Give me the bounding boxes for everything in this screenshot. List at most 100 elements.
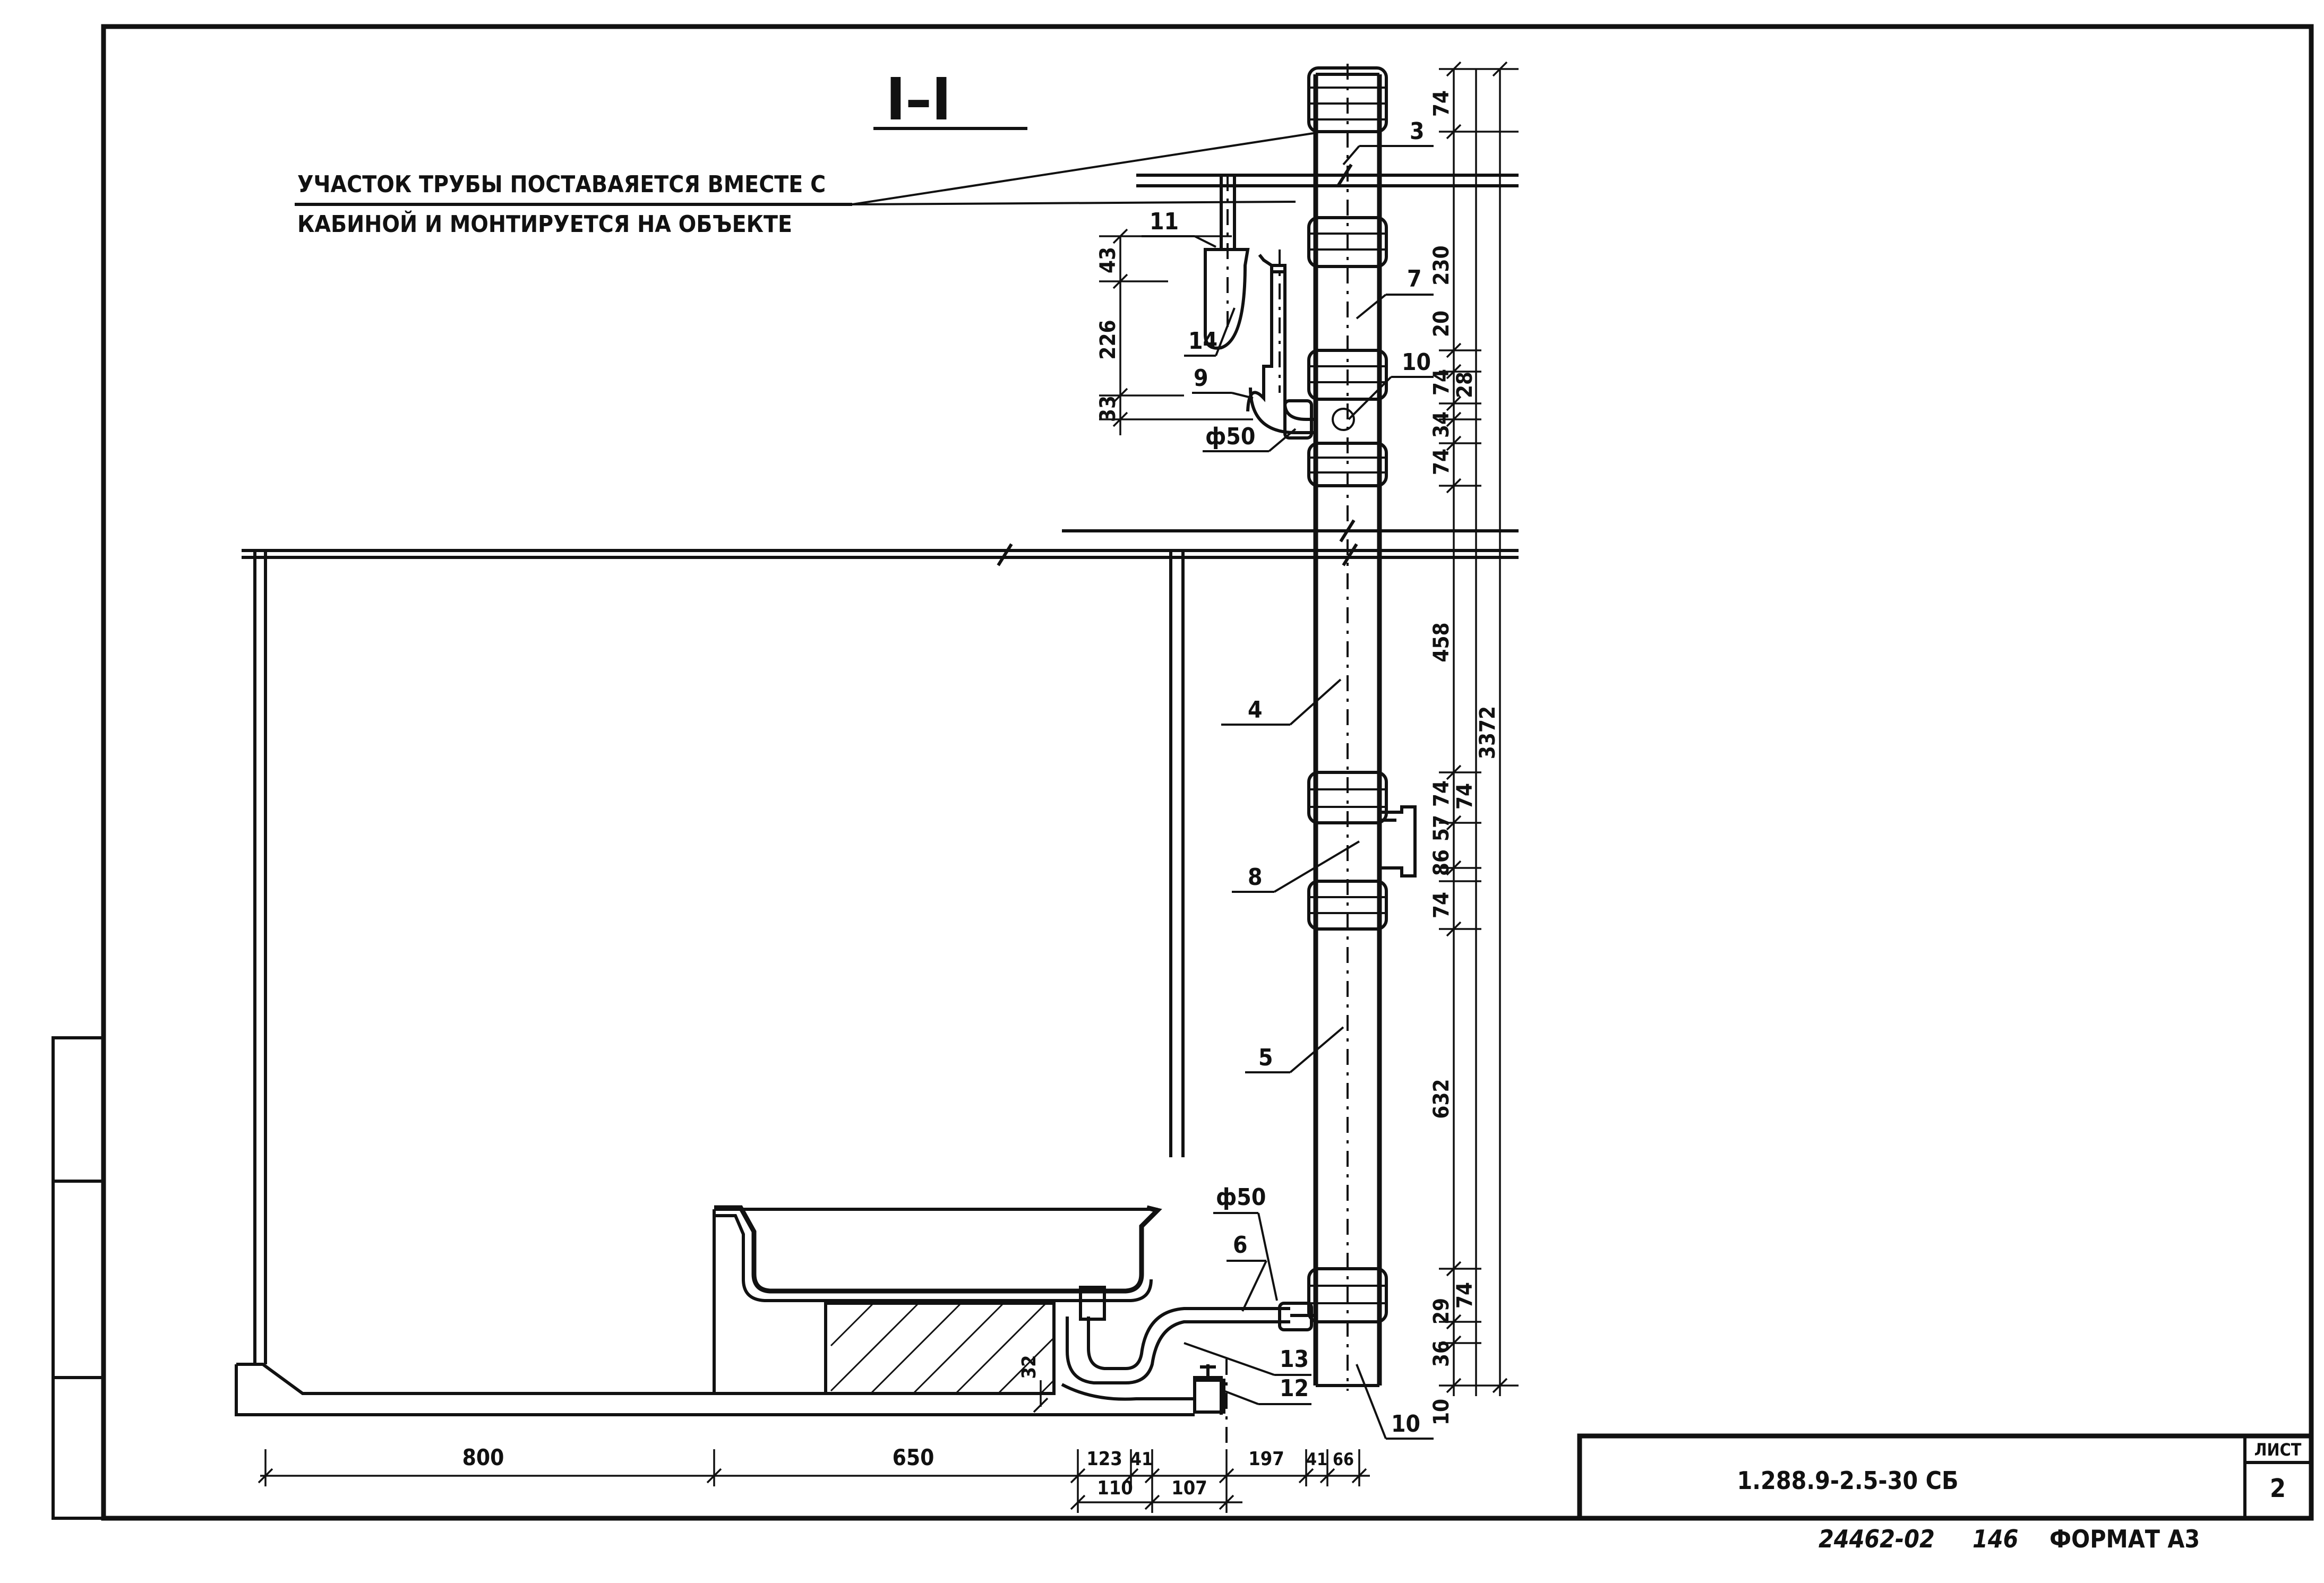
svg-text:57: 57 bbox=[1429, 815, 1454, 841]
callout-d50-upper: ф50 bbox=[1203, 423, 1297, 452]
tub-support-block bbox=[824, 1302, 1056, 1395]
riser-socket-top bbox=[1307, 66, 1388, 133]
svg-text:11: 11 bbox=[1150, 208, 1179, 235]
dimension-chain-left: 43 226 33 bbox=[1096, 228, 1253, 435]
svg-text:110: 110 bbox=[1097, 1477, 1133, 1499]
footer-format: ФОРМАТ А3 bbox=[2049, 1525, 2200, 1553]
svg-text:86: 86 bbox=[1429, 849, 1454, 876]
sheet-number: 2 bbox=[2270, 1474, 2286, 1503]
note-line-1: УЧАСТОК ТРУБЫ ПОСТАВАЯЕТСЯ ВМЕСТЕ С bbox=[297, 171, 826, 198]
callout-12: 12 bbox=[1223, 1375, 1311, 1405]
riser-socket-4 bbox=[1307, 442, 1388, 487]
svg-text:36: 36 bbox=[1429, 1340, 1454, 1367]
svg-text:12: 12 bbox=[1280, 1375, 1309, 1402]
svg-text:3: 3 bbox=[1410, 118, 1425, 145]
svg-text:7: 7 bbox=[1407, 265, 1422, 292]
svg-text:197: 197 bbox=[1248, 1448, 1284, 1470]
svg-text:74: 74 bbox=[1429, 369, 1454, 395]
riser-tee-branch bbox=[1379, 805, 1417, 877]
callout-d50-lower: ф50 bbox=[1213, 1184, 1278, 1301]
svg-text:6: 6 bbox=[1233, 1232, 1248, 1259]
sheet-label: ЛИСТ bbox=[2254, 1440, 2302, 1460]
dimension-chain-right bbox=[1439, 61, 1519, 1396]
callout-10-lower: 10 bbox=[1356, 1364, 1434, 1440]
callout-7: 7 bbox=[1356, 265, 1434, 320]
cabin-wall-right bbox=[1169, 552, 1185, 1157]
bathtub bbox=[713, 1205, 1162, 1393]
svg-text:74: 74 bbox=[1429, 780, 1454, 807]
callout-11: 11 bbox=[1142, 208, 1216, 248]
callout-3: 3 bbox=[1342, 118, 1434, 166]
svg-text:10: 10 bbox=[1391, 1410, 1420, 1438]
binding-strip bbox=[52, 1036, 105, 1520]
dim-43: 43 bbox=[1096, 247, 1120, 273]
footer-doc-number: 24462-02 bbox=[1819, 1525, 1935, 1553]
title-block bbox=[1577, 1433, 2314, 1521]
drawing-code: 1.288.9-2.5-30 СБ bbox=[1737, 1466, 1959, 1495]
svg-text:107: 107 bbox=[1171, 1477, 1207, 1499]
washbasin-drain-branch bbox=[1246, 250, 1355, 440]
svg-text:800: 800 bbox=[462, 1444, 504, 1470]
svg-text:3372: 3372 bbox=[1476, 706, 1500, 759]
callout-8: 8 bbox=[1232, 840, 1360, 893]
svg-text:650: 650 bbox=[893, 1444, 934, 1470]
svg-text:13: 13 bbox=[1280, 1346, 1309, 1373]
svg-text:632: 632 bbox=[1429, 1079, 1454, 1119]
svg-text:34: 34 bbox=[1429, 411, 1454, 438]
callout-4: 4 bbox=[1221, 678, 1342, 726]
callout-5: 5 bbox=[1245, 1026, 1344, 1073]
riser-socket-5 bbox=[1307, 771, 1388, 824]
riser-socket-2 bbox=[1307, 216, 1388, 268]
dimension-chain-bottom bbox=[258, 1359, 1370, 1513]
svg-text:9: 9 bbox=[1194, 365, 1208, 392]
svg-text:230: 230 bbox=[1429, 245, 1454, 285]
riser-socket-7 bbox=[1307, 1267, 1388, 1323]
upper-floor-slab bbox=[1062, 174, 1519, 532]
sheet-frame bbox=[101, 24, 2314, 1521]
cabin-ceiling bbox=[242, 549, 1519, 559]
svg-text:5: 5 bbox=[1258, 1044, 1273, 1071]
dimension-labels-right: 74 230 20 74 28 34 74 458 74 57 74 86 74… bbox=[1429, 90, 1500, 1425]
svg-text:10: 10 bbox=[1429, 1399, 1454, 1425]
svg-text:123: 123 bbox=[1086, 1448, 1122, 1470]
svg-text:28: 28 bbox=[1453, 372, 1477, 398]
svg-text:ф50: ф50 bbox=[1205, 423, 1255, 450]
cabin-wall-left bbox=[253, 552, 267, 1364]
callout-6: 6 bbox=[1227, 1232, 1267, 1312]
callout-9: 9 bbox=[1192, 365, 1254, 399]
riser-pipe bbox=[1313, 64, 1382, 1391]
riser-socket-6 bbox=[1307, 880, 1388, 931]
bath-drain-branch bbox=[1061, 1286, 1316, 1415]
callout-14: 14 bbox=[1184, 307, 1236, 357]
break-marks bbox=[997, 164, 1358, 566]
svg-text:66: 66 bbox=[1333, 1449, 1354, 1469]
callout-10-upper: 10 bbox=[1348, 349, 1434, 420]
note-line-2: КАБИНОЙ И МОНТИРУЕТСЯ НА ОБЪЕКТЕ bbox=[297, 210, 792, 238]
svg-text:74: 74 bbox=[1429, 449, 1454, 475]
svg-text:8: 8 bbox=[1248, 864, 1263, 891]
svg-text:74: 74 bbox=[1429, 90, 1454, 117]
svg-text:74: 74 bbox=[1453, 1282, 1477, 1309]
svg-text:ф50: ф50 bbox=[1216, 1184, 1266, 1211]
riser-socket-3 bbox=[1307, 349, 1388, 401]
svg-text:32: 32 bbox=[1018, 1355, 1040, 1379]
svg-text:41: 41 bbox=[1306, 1449, 1327, 1469]
washbasin-trap bbox=[1204, 175, 1250, 350]
callout-13: 13 bbox=[1184, 1342, 1311, 1376]
section-title: I–I bbox=[886, 65, 951, 133]
dim-33: 33 bbox=[1096, 395, 1120, 422]
note-leader bbox=[852, 132, 1317, 205]
svg-text:29: 29 bbox=[1429, 1298, 1454, 1324]
svg-text:20: 20 bbox=[1429, 311, 1454, 337]
svg-text:14: 14 bbox=[1188, 328, 1217, 355]
svg-text:41: 41 bbox=[1130, 1449, 1153, 1470]
dimension-labels-bottom: 800 650 123 41 197 41 66 110 107 bbox=[462, 1444, 1354, 1499]
svg-text:74: 74 bbox=[1429, 892, 1454, 918]
dim-226: 226 bbox=[1096, 320, 1120, 359]
svg-text:458: 458 bbox=[1429, 622, 1454, 662]
cabin-floor bbox=[235, 1363, 1195, 1416]
svg-text:74: 74 bbox=[1453, 783, 1477, 810]
svg-text:4: 4 bbox=[1248, 696, 1263, 724]
dim-32-marker: 32 bbox=[1018, 1355, 1049, 1413]
